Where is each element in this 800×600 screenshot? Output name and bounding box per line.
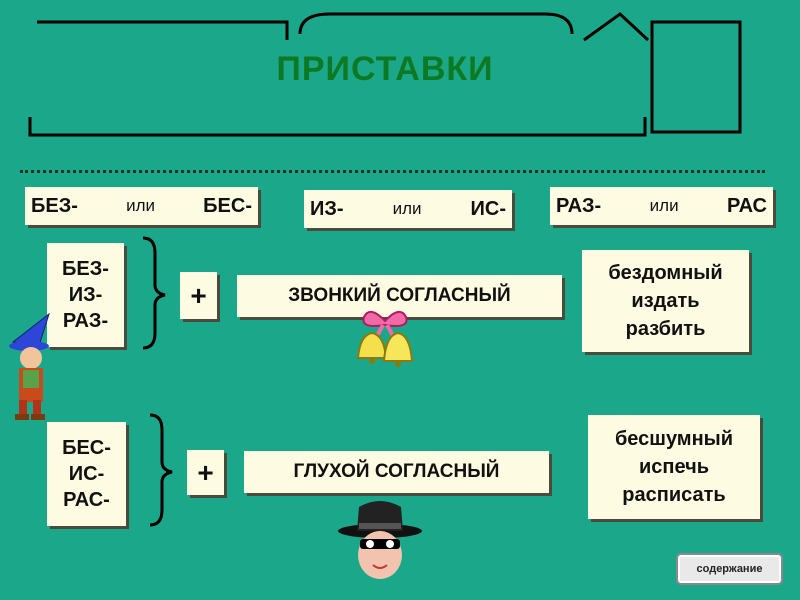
voiced-rule: ЗВОНКИЙ СОГЛАСНЫЙ <box>237 275 562 317</box>
brace-icon <box>149 413 173 527</box>
prefix-item: БЕЗ- <box>62 258 109 280</box>
prefix-item: ИЗ- <box>68 284 103 306</box>
pair-first: БЕЗ- <box>31 194 78 217</box>
example-word: испечь <box>638 456 710 478</box>
example-word: бесшумный <box>614 428 734 450</box>
spy-icon <box>338 501 422 579</box>
pair-bez-bes: БЕЗ- или БЕС- <box>25 187 258 225</box>
prefix-item: РАЗ- <box>62 310 109 332</box>
pair-or: или <box>392 199 422 218</box>
voiced-examples: бездомный издать разбить <box>582 250 749 352</box>
pair-second: ИС- <box>470 197 506 220</box>
divider <box>20 170 765 173</box>
plus-sign: + <box>180 272 217 319</box>
voiceless-rule: ГЛУХОЙ СОГЛАСНЫЙ <box>244 451 549 493</box>
prefix-item: РАС- <box>63 489 110 511</box>
word-scheme-frame <box>28 12 742 137</box>
prefix-item: ИС- <box>68 463 105 485</box>
pair-second: РАС <box>727 194 767 217</box>
pair-or: или <box>126 196 155 215</box>
pair-second: БЕС- <box>203 194 252 217</box>
voiceless-prefixes: БЕС- ИС- РАС- <box>47 422 126 526</box>
pair-first: РАЗ- <box>556 194 602 217</box>
voiceless-examples: бесшумный испечь расписать <box>588 415 760 519</box>
example-word: расписать <box>622 484 726 506</box>
example-word: разбить <box>625 318 706 340</box>
pair-iz-is: ИЗ- или ИС- <box>304 190 512 228</box>
wizard-icon <box>9 312 50 420</box>
prefix-item: БЕС- <box>62 437 111 459</box>
brace-icon <box>142 236 166 350</box>
pair-first: ИЗ- <box>310 197 344 220</box>
pair-raz-ras: РАЗ- или РАС <box>550 187 773 225</box>
page-title: ПРИСТАВКИ <box>276 50 494 88</box>
pair-or: или <box>649 196 679 215</box>
plus-sign: + <box>187 450 224 495</box>
voiced-prefixes: БЕЗ- ИЗ- РАЗ- <box>47 243 124 347</box>
bells-icon <box>356 310 414 367</box>
example-word: издать <box>631 290 700 312</box>
example-word: бездомный <box>608 262 723 284</box>
content-button[interactable]: содержание <box>676 553 783 585</box>
